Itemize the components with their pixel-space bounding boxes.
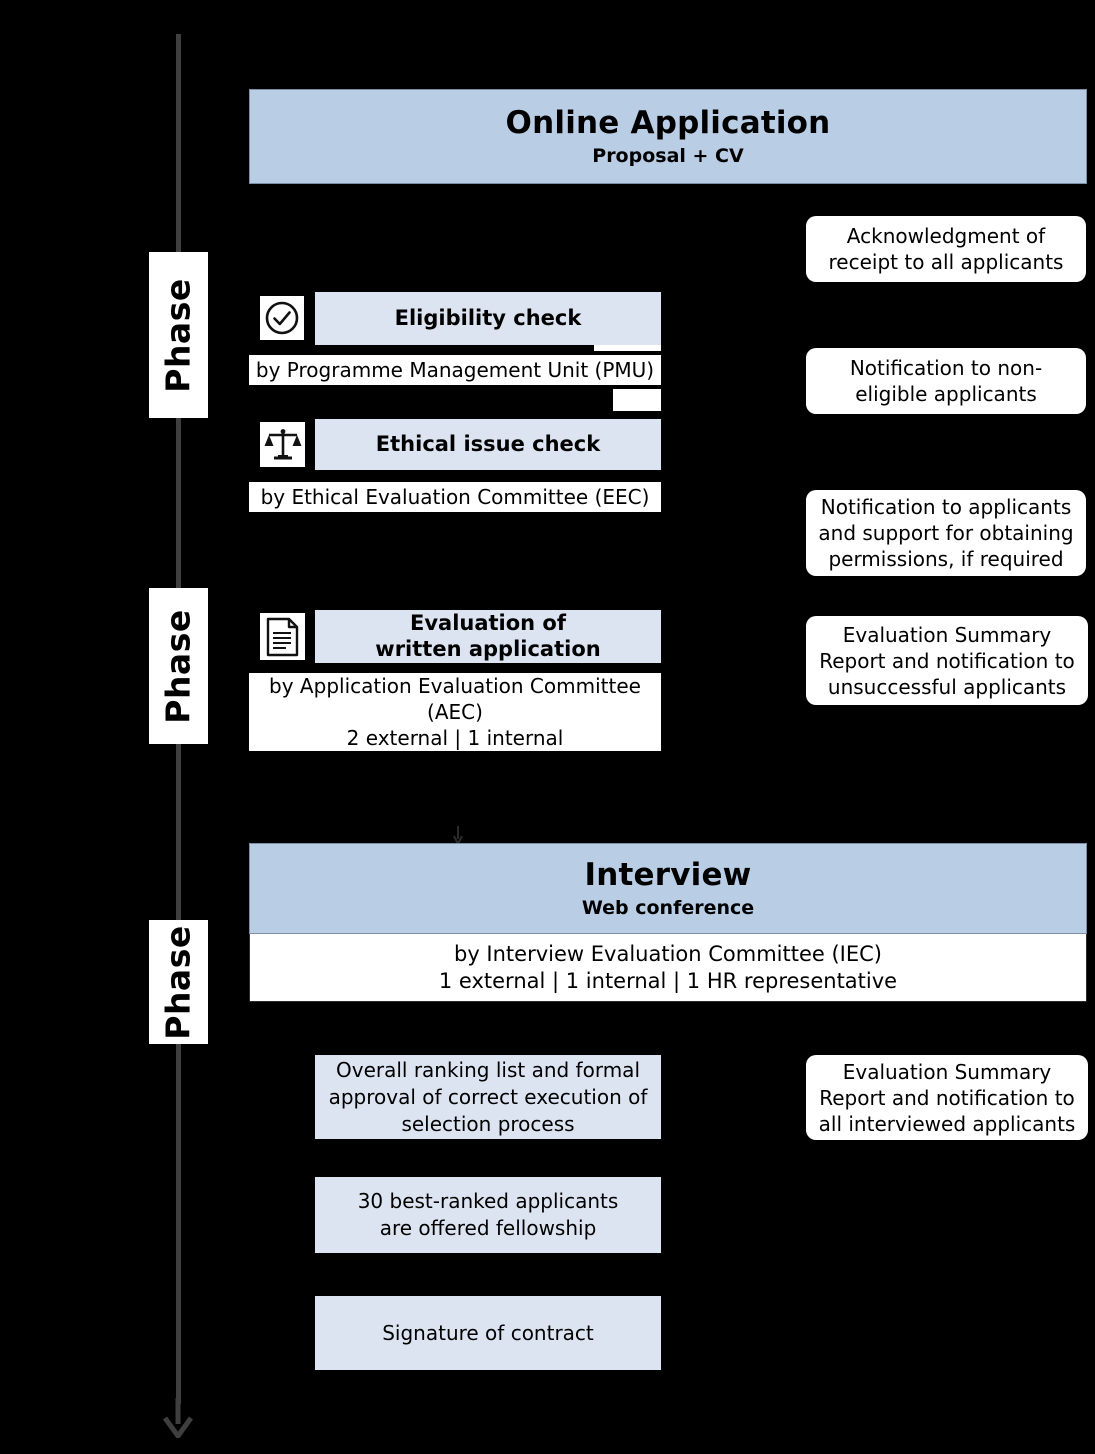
decorative-fragment-b (613, 389, 661, 411)
phase-label-2: Phase (149, 588, 208, 744)
outcome-fellowship-offer: 30 best-ranked applicants are offered fe… (315, 1177, 661, 1253)
interview-subtitle: Web conference (581, 897, 755, 920)
phase-label-1-text: Phase (159, 277, 199, 393)
notification-permissions-support: Notification to applicants and support f… (806, 490, 1086, 576)
step-written-title-line-1: Evaluation of (409, 610, 566, 635)
scales-balance-icon (260, 422, 305, 467)
step-ethical-issue-check: Ethical issue check (315, 419, 661, 470)
phase-label-2-text: Phase (159, 608, 199, 724)
step-written-application: Evaluation of written application (315, 610, 661, 663)
phase-label-1: Phase (149, 252, 208, 418)
notification-unsuccessful-applicants: Evaluation Summary Report and notificati… (806, 616, 1088, 705)
outcome-3-line-1: Signature of contract (382, 1320, 594, 1345)
notification-interviewed-applicants: Evaluation Summary Report and notificati… (806, 1055, 1088, 1140)
step-written-title-line-2: written application (375, 636, 601, 661)
interview-committee-line-2: 1 external | 1 internal | 1 HR represent… (438, 968, 898, 993)
decorative-fragment-a (594, 345, 661, 351)
notification-3-line-1: Notification to applicants (820, 495, 1072, 519)
outcome-ranking-approval: Overall ranking list and formal approval… (315, 1055, 661, 1139)
check-circle-icon (260, 296, 304, 340)
notification-5-line-1: Evaluation Summary (842, 1059, 1052, 1084)
interview-title: Interview (584, 857, 752, 893)
step-written-by-line-1: by Application Evaluation Committee (269, 674, 641, 698)
outcome-1-line-3: selection process (401, 1111, 575, 1136)
step-written-by-line-2: (AEC) (427, 700, 483, 724)
notification-2-line-2: eligible applicants (855, 382, 1037, 406)
notification-4-line-1: Evaluation Summary (842, 622, 1052, 647)
phase-label-3-text: Phase (159, 924, 199, 1040)
outcome-2-line-1: 30 best-ranked applicants (357, 1189, 619, 1213)
stage-online-application: Online Application Proposal + CV (249, 89, 1087, 184)
online-application-title: Online Application (505, 105, 831, 141)
notification-4-line-2: Report and notification to (819, 648, 1075, 673)
step-written-by: by Application Evaluation Committee (AEC… (249, 673, 661, 751)
notification-acknowledgment: Acknowledgment of receipt to all applica… (806, 216, 1086, 282)
notification-non-eligible: Notification to non- eligible applicants (806, 348, 1086, 414)
outcome-1-line-2: approval of correct execution of (328, 1084, 648, 1109)
outcome-2-line-2: are offered fellowship (379, 1216, 597, 1240)
interview-committee: by Interview Evaluation Committee (IEC) … (249, 934, 1087, 1002)
notification-1-line-2: receipt to all applicants (828, 250, 1064, 274)
notification-2-line-1: Notification to non- (849, 356, 1043, 380)
stage-interview: Interview Web conference (249, 843, 1087, 934)
step-eligibility-by: by Programme Management Unit (PMU) (249, 355, 661, 385)
step-eligibility-check: Eligibility check (315, 292, 661, 345)
outcome-1-line-1: Overall ranking list and formal (335, 1057, 640, 1082)
notification-1-line-1: Acknowledgment of (846, 224, 1046, 248)
notification-3-line-2: and support for obtaining (818, 521, 1074, 545)
notification-5-line-3: all interviewed applicants (818, 1111, 1076, 1136)
step-eligibility-title: Eligibility check (394, 305, 582, 330)
notification-5-line-2: Report and notification to (819, 1085, 1075, 1110)
step-ethical-title: Ethical issue check (375, 431, 601, 456)
notification-3-line-3: permissions, if required (828, 547, 1064, 571)
outcome-signature-contract: Signature of contract (315, 1296, 661, 1370)
phase-label-3: Phase (149, 920, 208, 1044)
interview-committee-line-1: by Interview Evaluation Committee (IEC) (454, 941, 882, 966)
step-ethical-by-text: by Ethical Evaluation Committee (EEC) (260, 485, 650, 509)
arrow-down-icon (160, 1398, 196, 1438)
step-eligibility-by-text: by Programme Management Unit (PMU) (255, 358, 655, 382)
online-application-subtitle: Proposal + CV (592, 145, 744, 168)
notification-4-line-3: unsuccessful applicants (827, 674, 1067, 699)
document-icon (260, 613, 305, 660)
step-written-by-line-3: 2 external | 1 internal (346, 726, 564, 750)
step-ethical-by: by Ethical Evaluation Committee (EEC) (249, 482, 661, 512)
